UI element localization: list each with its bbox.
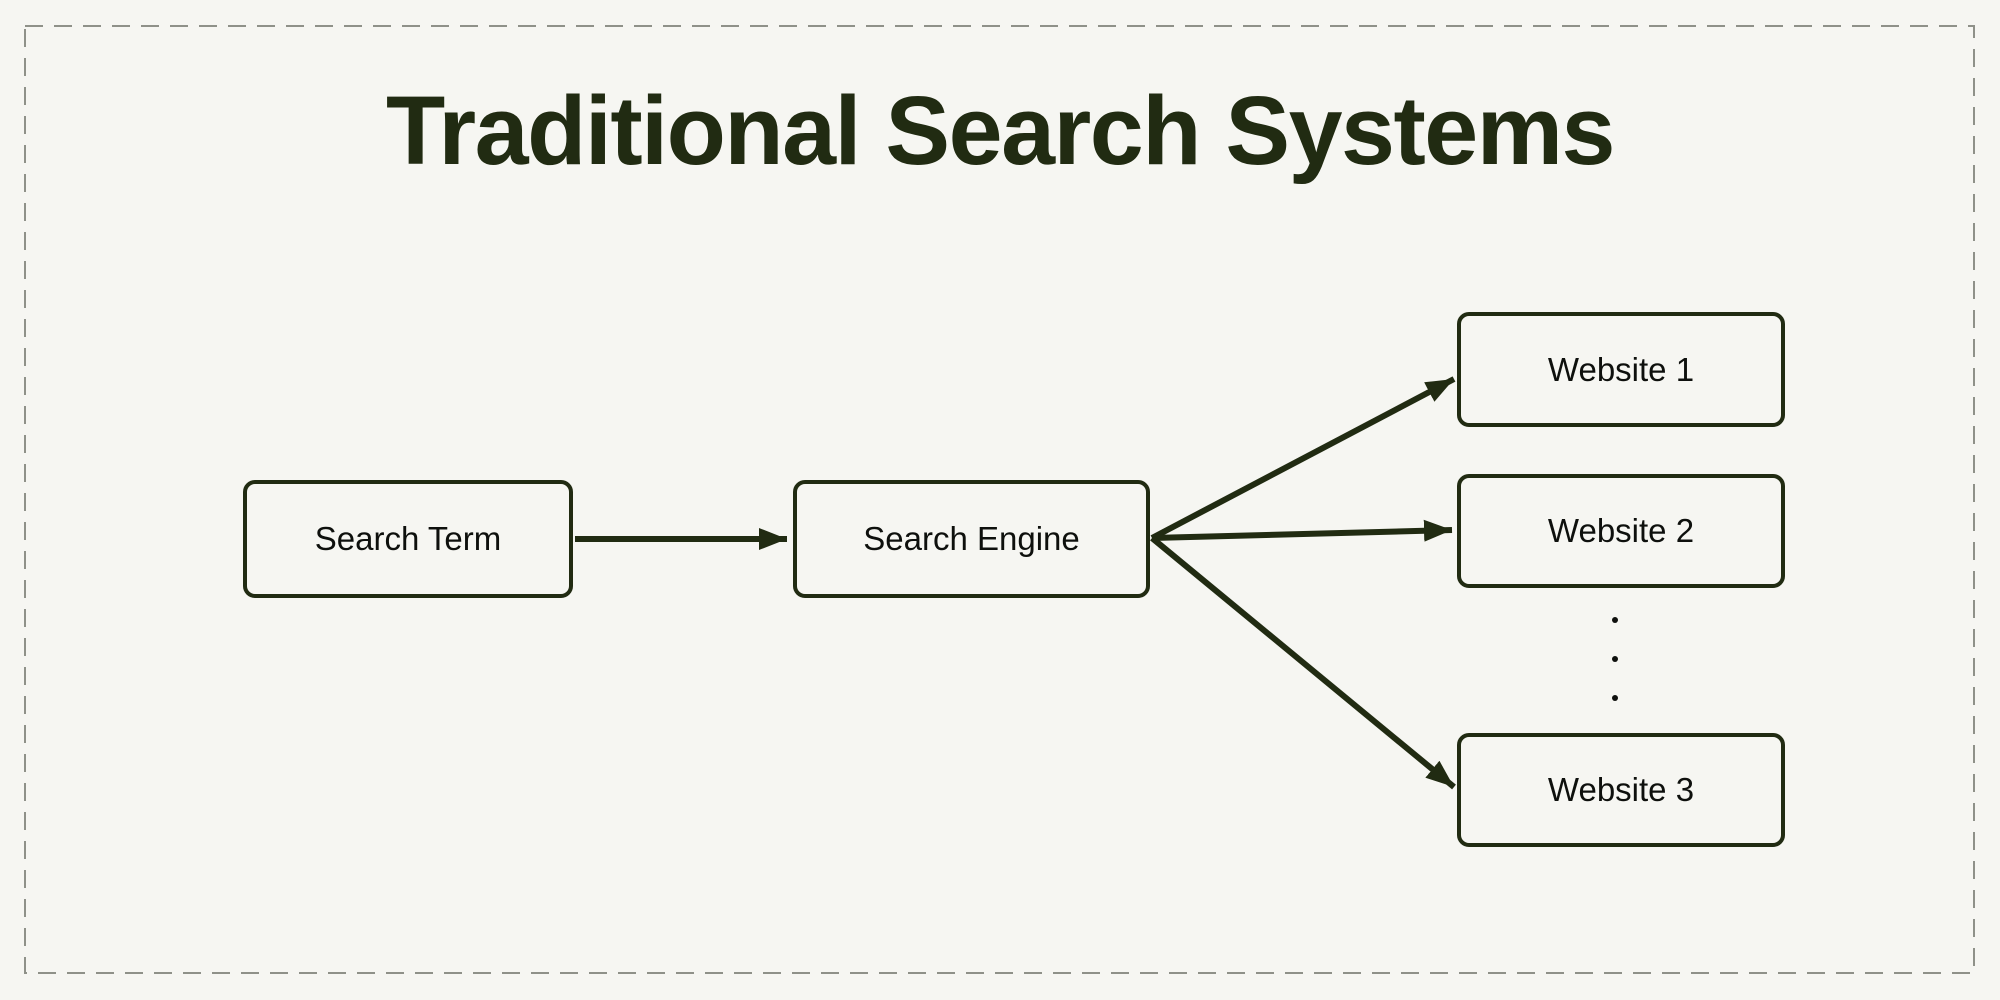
diagram-title: Traditional Search Systems (386, 76, 1615, 185)
node-label: Search Engine (863, 520, 1080, 557)
ellipsis-dot (1612, 656, 1618, 662)
ellipsis-dot (1612, 617, 1618, 623)
arrow-searchengine-to-website3 (1150, 535, 1456, 790)
node-website-3: Website 3 (1457, 733, 1785, 847)
node-label: Website 3 (1547, 771, 1695, 808)
node-website-1: Website 1 (1457, 312, 1785, 427)
arrow-searchengine-to-website2 (1151, 519, 1453, 542)
node-label: Website 2 (1547, 512, 1695, 549)
node-website-2: Website 2 (1457, 474, 1785, 588)
node-search-term: Search Term (243, 480, 573, 598)
vertical-ellipsis (1612, 617, 1618, 701)
arrow-searchengine-to-website1 (1150, 376, 1456, 541)
dashed-border (24, 25, 1975, 974)
ellipsis-dot (1612, 695, 1618, 701)
node-label: Search Term (314, 520, 502, 557)
node-search-engine: Search Engine (793, 480, 1150, 598)
node-label: Website 1 (1547, 350, 1695, 388)
